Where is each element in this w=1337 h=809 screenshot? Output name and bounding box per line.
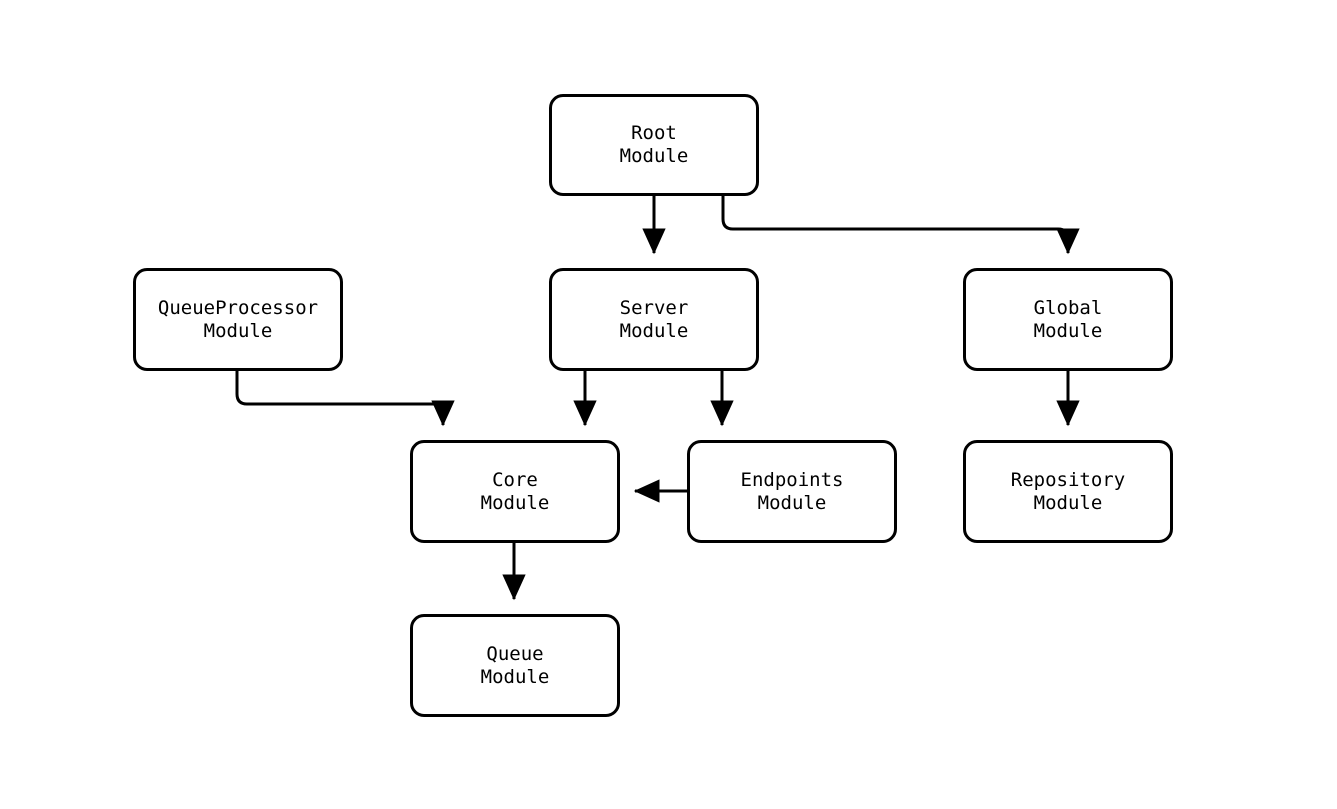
node-queue-module-label: Queue — [486, 642, 544, 665]
node-global-module-label: Global — [1033, 296, 1103, 319]
node-server-module[interactable]: Server Module — [549, 268, 759, 371]
node-queue-module-sublabel: Module — [480, 665, 550, 688]
node-repository-module-label: Repository — [1010, 468, 1126, 491]
node-queueprocessor-module[interactable]: QueueProcessor Module — [133, 268, 343, 371]
node-root-module-sublabel: Module — [619, 145, 689, 167]
node-root-module[interactable]: Root Module — [549, 94, 759, 196]
node-core-module-sublabel: Module — [480, 491, 550, 514]
node-root-module-label: Root — [631, 122, 677, 144]
node-queueprocessor-module-label: QueueProcessor — [157, 296, 319, 319]
node-queueprocessor-module-sublabel: Module — [203, 319, 273, 342]
edge-queueprocessor-to-core — [235, 371, 455, 427]
node-repository-module[interactable]: Repository Module — [963, 440, 1173, 543]
node-queue-module[interactable]: Queue Module — [410, 614, 620, 717]
node-global-module[interactable]: Global Module — [963, 268, 1173, 371]
node-endpoints-module-label: Endpoints — [740, 468, 844, 491]
node-server-module-sublabel: Module — [619, 319, 689, 342]
node-core-module-label: Core — [492, 468, 538, 491]
node-endpoints-module-sublabel: Module — [757, 491, 827, 514]
node-repository-module-sublabel: Module — [1033, 491, 1103, 514]
node-core-module[interactable]: Core Module — [410, 440, 620, 543]
node-endpoints-module[interactable]: Endpoints Module — [687, 440, 897, 543]
node-global-module-sublabel: Module — [1033, 319, 1103, 342]
node-server-module-label: Server — [619, 296, 689, 319]
edge-root-to-global — [721, 196, 1080, 255]
